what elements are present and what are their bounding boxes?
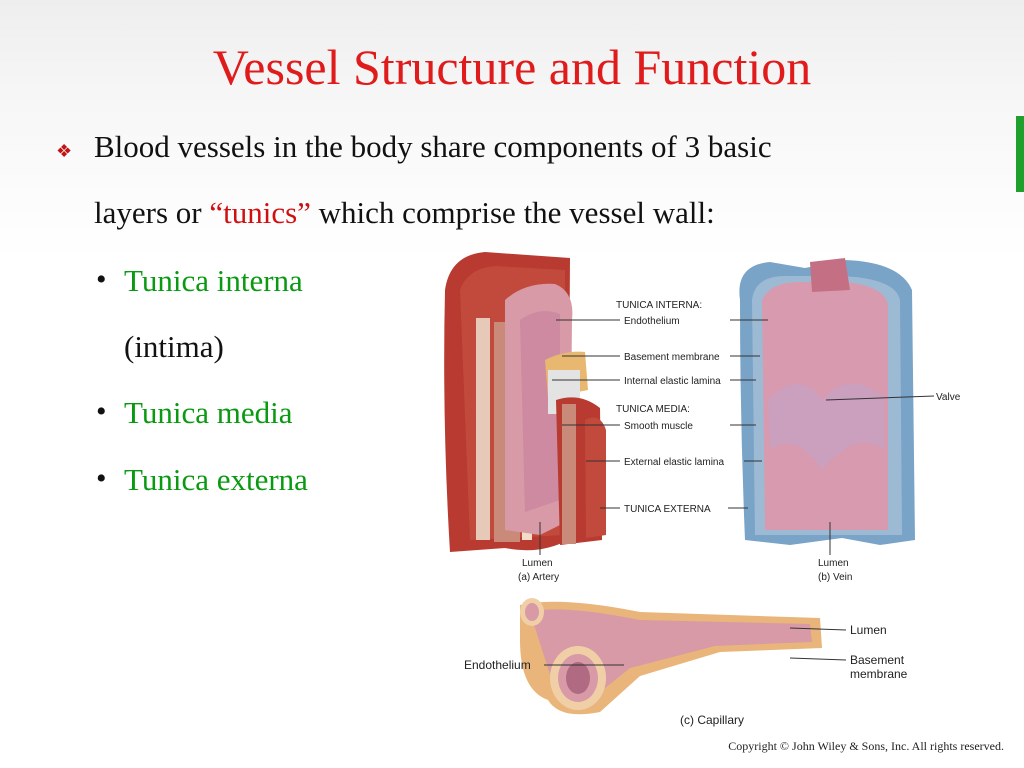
intro-line-2: layers or “tunics” which comprise the ve… <box>94 194 715 231</box>
label-endothelium: Endothelium <box>624 316 680 327</box>
label-capillary-basement-1: Basement <box>850 653 905 667</box>
caption-artery: (a) Artery <box>518 572 559 583</box>
label-tunica-externa: TUNICA EXTERNA <box>624 504 711 515</box>
label-capillary-lumen: Lumen <box>850 623 887 637</box>
bullet-tunica-interna: Tunica interna <box>124 263 303 298</box>
label-tunica-media: TUNICA MEDIA: <box>616 404 690 415</box>
accent-bar <box>1016 116 1024 192</box>
slide-background <box>0 0 1024 260</box>
bullet-dot-3: • <box>96 462 107 495</box>
caption-vein: (b) Vein <box>818 572 852 583</box>
vein-illustration <box>739 258 915 545</box>
bullet-intima-sub: (intima) <box>124 329 224 364</box>
slide-title: Vessel Structure and Function <box>212 39 812 95</box>
bullet-tunica-media: Tunica media <box>124 395 293 430</box>
label-smooth-muscle: Smooth muscle <box>624 421 693 432</box>
copyright-notice: Copyright © John Wiley & Sons, Inc. All … <box>728 739 1004 753</box>
caption-capillary: (c) Capillary <box>680 713 744 727</box>
intro-line-2-post: which comprise the vessel wall: <box>310 195 715 230</box>
label-vein-lumen: Lumen <box>818 558 849 569</box>
bullet-dot-2: • <box>96 395 107 428</box>
label-internal-elastic-lamina: Internal elastic lamina <box>624 376 721 387</box>
bullet-tunica-externa: Tunica externa <box>124 462 308 497</box>
tunics-emphasis: “tunics” <box>209 195 311 230</box>
artery-leader-lines <box>539 319 935 666</box>
label-capillary-basement-2: membrane <box>850 667 908 681</box>
intro-line-1: Blood vessels in the body share componen… <box>94 129 772 164</box>
intro-line-2-pre: layers or <box>94 195 210 230</box>
label-capillary-endothelium: Endothelium <box>464 658 531 672</box>
label-artery-lumen: Lumen <box>522 558 553 569</box>
bullet-dot-1: • <box>96 263 107 296</box>
label-valve: Valve <box>936 392 961 403</box>
artery-illustration <box>444 252 606 552</box>
capillary-illustration <box>520 598 822 715</box>
label-external-elastic-lamina: External elastic lamina <box>624 457 724 468</box>
diamond-bullet-icon: ❖ <box>56 141 73 161</box>
label-basement-membrane: Basement membrane <box>624 352 720 363</box>
label-tunica-interna: TUNICA INTERNA: <box>616 300 702 311</box>
